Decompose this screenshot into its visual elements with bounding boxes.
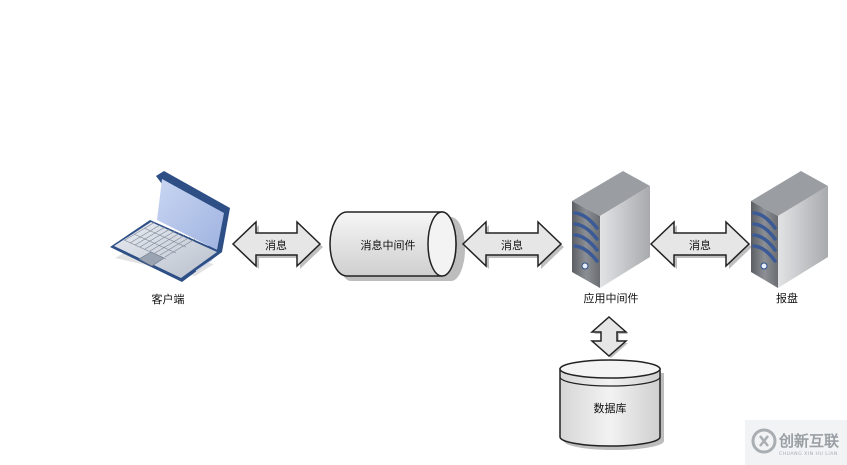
message-label-3: 消息 <box>689 238 711 252</box>
message-label-2: 消息 <box>501 238 523 252</box>
database-icon <box>559 359 664 450</box>
double-arrow-app-report <box>649 220 752 269</box>
client-label: 客户端 <box>152 292 185 306</box>
queue-label: 消息中间件 <box>361 238 416 252</box>
message-queue-icon <box>329 211 465 281</box>
message-label-1: 消息 <box>265 238 287 252</box>
watermark-subtitle: CHUANG XIN HU LIAN <box>779 451 838 457</box>
double-arrow-queue-app <box>461 220 564 269</box>
brand-logo-icon <box>751 428 777 454</box>
server-icon <box>751 171 828 288</box>
watermark: 创新互联 CHUANG XIN HU LIAN <box>745 420 847 465</box>
watermark-brand: 创新互联 <box>778 432 840 450</box>
app-server-label: 应用中间件 <box>584 291 639 305</box>
server-icon <box>572 171 650 288</box>
double-arrow-app-database <box>590 315 628 358</box>
report-server-label: 报盘 <box>776 291 798 305</box>
laptop-icon <box>110 171 230 282</box>
double-arrow-client-queue <box>231 220 323 269</box>
database-label: 数据库 <box>594 401 627 415</box>
